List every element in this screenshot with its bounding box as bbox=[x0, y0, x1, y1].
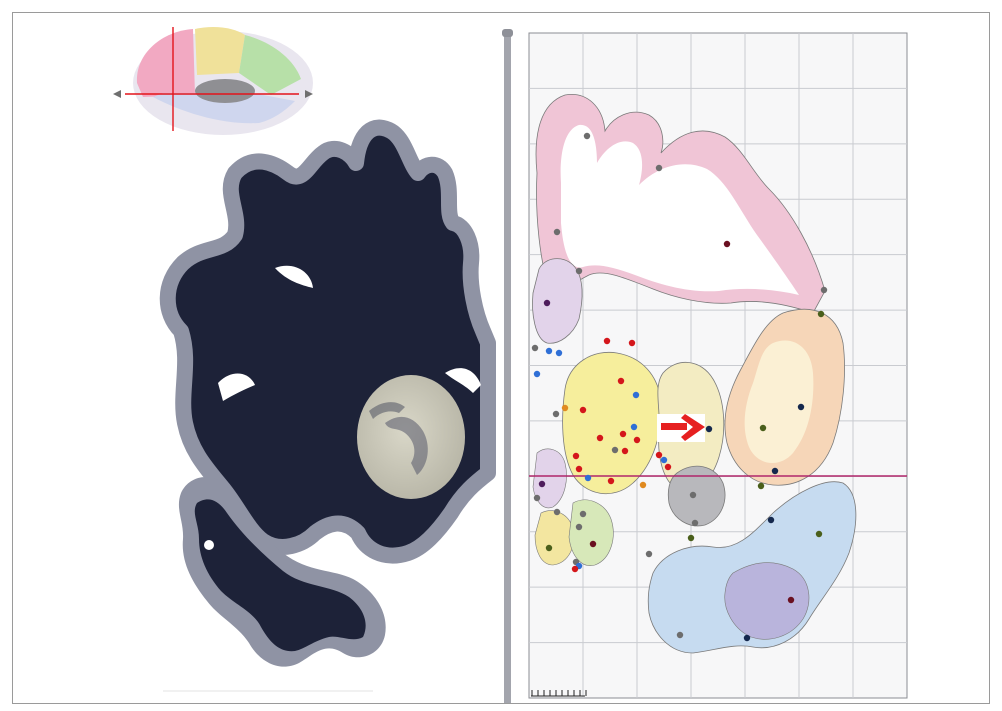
structure-marker-gray[interactable] bbox=[690, 492, 696, 498]
structure-marker-gray[interactable] bbox=[612, 447, 618, 453]
histology-panel[interactable] bbox=[13, 13, 498, 704]
structure-marker-red[interactable] bbox=[597, 435, 603, 441]
locator-corpus-callosum bbox=[195, 79, 255, 103]
structure-marker-red[interactable] bbox=[572, 566, 578, 572]
structure-marker-gray[interactable] bbox=[554, 229, 560, 235]
structure-marker-gray[interactable] bbox=[656, 165, 662, 171]
structure-marker-blue[interactable] bbox=[534, 371, 540, 377]
locator-lobe-parietal bbox=[195, 27, 245, 75]
structure-marker-red[interactable] bbox=[656, 452, 662, 458]
atlas-panel[interactable] bbox=[529, 33, 907, 698]
structure-marker-red[interactable] bbox=[608, 478, 614, 484]
structure-marker-darkred[interactable] bbox=[788, 597, 794, 603]
structure-marker-gray[interactable] bbox=[534, 495, 540, 501]
structure-marker-blue[interactable] bbox=[631, 424, 637, 430]
structure-marker-gray[interactable] bbox=[532, 345, 538, 351]
structure-marker-red[interactable] bbox=[573, 453, 579, 459]
structure-marker-darkred[interactable] bbox=[724, 241, 730, 247]
splitter-cap-top[interactable] bbox=[502, 29, 513, 37]
structure-marker-blue[interactable] bbox=[546, 348, 552, 354]
structure-marker-navy[interactable] bbox=[798, 404, 804, 410]
structure-marker-red[interactable] bbox=[580, 407, 586, 413]
structure-marker-red[interactable] bbox=[629, 340, 635, 346]
structure-marker-red[interactable] bbox=[576, 466, 582, 472]
structure-marker-navy[interactable] bbox=[768, 517, 774, 523]
structure-marker-gray[interactable] bbox=[677, 632, 683, 638]
structure-marker-orange[interactable] bbox=[640, 482, 646, 488]
structure-marker-blue[interactable] bbox=[633, 392, 639, 398]
atlas-viewer: triangle-left-icon bbox=[12, 12, 990, 704]
structure-marker-gray[interactable] bbox=[580, 511, 586, 517]
structure-marker-navy[interactable] bbox=[744, 635, 750, 641]
structure-marker-olive[interactable] bbox=[818, 311, 824, 317]
structure-marker-navy[interactable] bbox=[772, 468, 778, 474]
structure-marker-red[interactable] bbox=[665, 464, 671, 470]
panel-splitter[interactable] bbox=[504, 31, 511, 704]
structure-marker-purple[interactable] bbox=[544, 300, 550, 306]
structure-marker-orange[interactable] bbox=[562, 405, 568, 411]
structure-marker-olive[interactable] bbox=[546, 545, 552, 551]
structure-marker-olive[interactable] bbox=[688, 535, 694, 541]
structure-marker-navy[interactable] bbox=[706, 426, 712, 432]
atlas-region-hippocampus bbox=[668, 466, 725, 526]
small-vessel-gap bbox=[204, 540, 214, 550]
red-arrow-icon bbox=[657, 414, 705, 442]
structure-marker-blue[interactable] bbox=[661, 457, 667, 463]
structure-marker-gray[interactable] bbox=[584, 133, 590, 139]
structure-marker-blue[interactable] bbox=[556, 350, 562, 356]
structure-marker-purple[interactable] bbox=[539, 481, 545, 487]
structure-marker-gray[interactable] bbox=[553, 411, 559, 417]
structure-marker-red[interactable] bbox=[622, 448, 628, 454]
structure-marker-darkred[interactable] bbox=[590, 541, 596, 547]
structure-marker-red[interactable] bbox=[604, 338, 610, 344]
structure-marker-red[interactable] bbox=[620, 431, 626, 437]
structure-marker-olive[interactable] bbox=[760, 425, 766, 431]
structure-marker-gray[interactable] bbox=[576, 268, 582, 274]
structure-marker-gray[interactable] bbox=[576, 524, 582, 530]
structure-marker-gray[interactable] bbox=[646, 551, 652, 557]
structure-marker-olive[interactable] bbox=[816, 531, 822, 537]
structure-marker-gray[interactable] bbox=[821, 287, 827, 293]
structure-marker-red[interactable] bbox=[618, 378, 624, 384]
viewer-canvas bbox=[13, 13, 990, 704]
structure-marker-gray[interactable] bbox=[554, 509, 560, 515]
structure-marker-gray[interactable] bbox=[692, 520, 698, 526]
structure-marker-red[interactable] bbox=[634, 437, 640, 443]
structure-marker-blue[interactable] bbox=[585, 475, 591, 481]
structure-marker-olive[interactable] bbox=[758, 483, 764, 489]
